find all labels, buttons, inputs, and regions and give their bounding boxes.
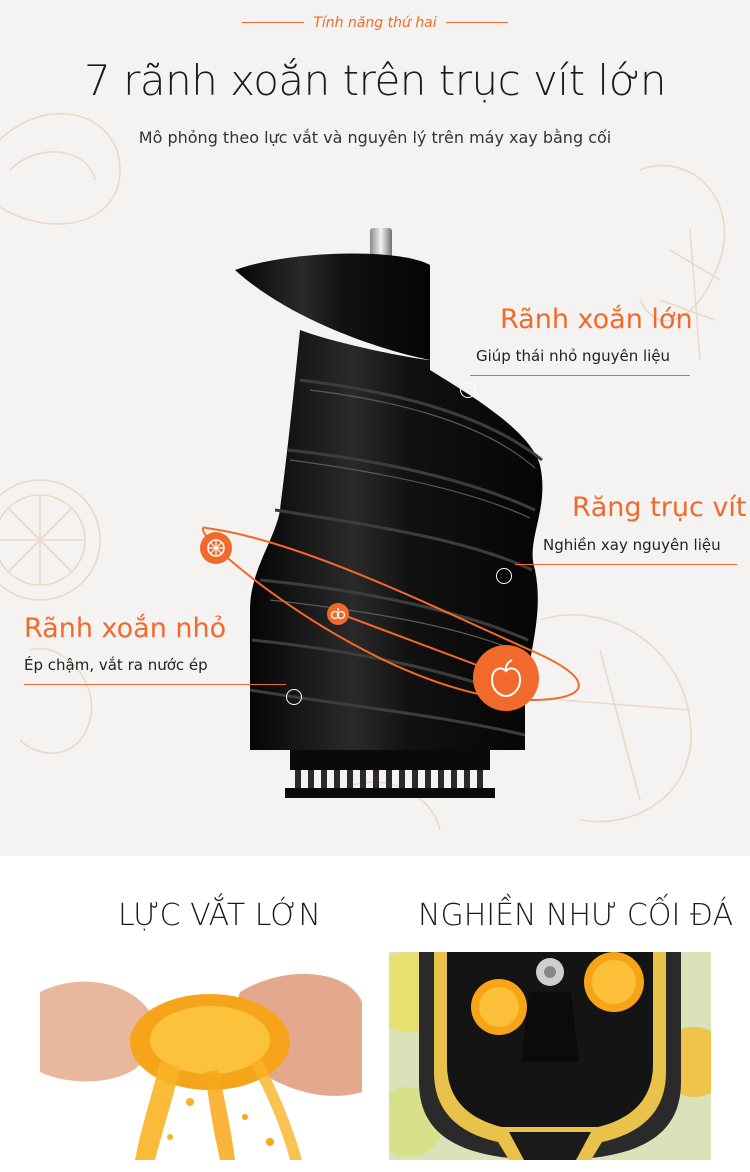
kicker-line-left [242,22,304,23]
kicker-line-right [446,22,508,23]
callout-large-groove-desc: Giúp thái nhỏ nguyên liệu [476,347,671,365]
grind-photo [389,952,711,1160]
callout-large-groove-line [470,375,690,376]
section-kicker: Tính năng thứ hai [0,14,750,32]
squeeze-photo [40,952,362,1160]
orange-slice-icon [200,532,232,564]
juicer-auger-image [235,228,543,798]
callout-small-groove-title: Rãnh xoắn nhỏ [24,613,227,644]
callout-large-groove-title: Rãnh xoắn lớn [500,304,693,335]
callout-large-groove-marker [460,382,476,398]
feature-section: Tính năng thứ hai 7 rãnh xoắn trên trục … [0,0,750,856]
feature-title-squeeze: LỰC VẮT LỚN [118,898,321,933]
callout-small-groove-marker [286,689,302,705]
page-subtitle: Mô phỏng theo lực vắt và nguyên lý trên … [138,128,612,147]
callout-screw-teeth-desc: Nghiền xay nguyên liệu [543,536,721,554]
callout-screw-teeth-title: Răng trục vít [572,492,747,523]
page-title: 7 rãnh xoắn trên trục vít lớn [84,56,666,105]
fruit-seeds-icon [327,603,349,625]
kicker-text: Tính năng thứ hai [313,15,437,31]
callout-screw-teeth-line [515,564,737,565]
callout-small-groove-line [24,684,286,685]
feature-title-grind: NGHIỀN NHƯ CỐI ĐÁ [418,898,734,933]
callout-screw-teeth-marker [496,568,512,584]
peach-icon [473,645,539,711]
callout-small-groove-desc: Ép chậm, vắt ra nước ép [24,656,208,674]
